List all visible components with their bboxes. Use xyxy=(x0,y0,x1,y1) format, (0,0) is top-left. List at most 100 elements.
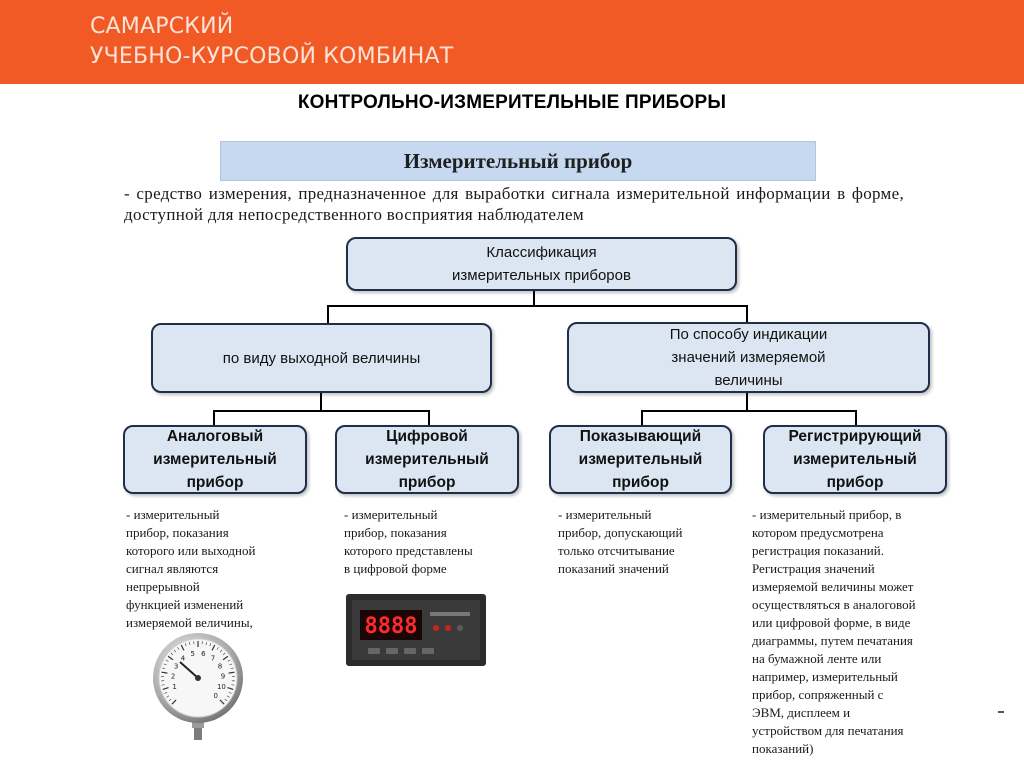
connector-to-group-right xyxy=(746,305,748,323)
gauge-tick xyxy=(228,691,232,694)
gauge-tick xyxy=(162,667,166,670)
connector-right-bar xyxy=(641,410,857,412)
classification-root-node: Классификация измерительных приборов xyxy=(346,237,737,291)
desc-line: показаний значений xyxy=(558,561,669,576)
desc-line: измеряемой величины, xyxy=(126,615,253,630)
connector-to-indicating xyxy=(641,410,643,426)
digital-line-2: измерительный xyxy=(365,451,489,468)
gauge-tick xyxy=(177,647,180,650)
gauge-tick xyxy=(205,641,207,646)
meter-key xyxy=(386,648,398,654)
group-right-line-1: По способу индикации xyxy=(669,326,828,343)
recording-line-2: измерительный xyxy=(793,451,917,468)
meter-key xyxy=(422,648,434,654)
gauge-tick xyxy=(227,659,231,662)
gauge-tick xyxy=(230,667,234,670)
gauge-tick xyxy=(209,643,212,647)
gauge-scale-label: 1 xyxy=(172,683,176,691)
group-output-quantity-node: по виду выходной величины xyxy=(151,323,492,393)
gauge-tick xyxy=(184,643,187,647)
meter-indicator-strip xyxy=(430,612,470,616)
desc-line: измеряемой величины может xyxy=(752,579,914,594)
gauge-ticks xyxy=(161,641,235,705)
indicating-line-2: измерительный xyxy=(578,451,703,468)
gauge-needle xyxy=(179,661,199,679)
meter-key xyxy=(404,648,416,654)
gauge-scale-label: 4 xyxy=(181,654,186,662)
brand-line-2: УЧЕБНО-КУРСОВОЙ КОМБИНАТ xyxy=(90,44,454,69)
group-indication-node: По способу индикации значений измеряемой… xyxy=(567,322,930,393)
brand-line-1: САМАРСКИЙ xyxy=(90,14,234,39)
desc-line: котором предусмотрена xyxy=(752,525,884,540)
connector-level1-bar xyxy=(327,305,748,307)
root-line-1: Классификация xyxy=(486,244,597,261)
gauge-tick xyxy=(216,647,219,650)
gauge-scale-label: 7 xyxy=(211,654,215,662)
indicating-description: - измерительный прибор, допускающий толь… xyxy=(558,506,682,578)
indicating-line-3: прибор xyxy=(612,474,669,491)
gauge-scale-label: 8 xyxy=(218,663,222,671)
gauge-tick xyxy=(173,649,177,653)
brand-logo-text: САМАРСКИЙ УЧЕБНО-КУРСОВОЙ КОМБИНАТ xyxy=(90,12,453,72)
slide-title: КОНТРОЛЬНО-ИЗМЕРИТЕЛЬНЫЕ ПРИБОРЫ xyxy=(297,92,727,113)
definition-text: - средство измерения, предназначенное дл… xyxy=(124,184,904,224)
connector-group-left-down xyxy=(320,392,322,411)
analog-description: - измерительный прибор, показания которо… xyxy=(126,506,255,632)
connector-to-recording xyxy=(855,410,857,426)
connector-to-group-left xyxy=(327,305,329,324)
analog-line-1: Аналоговый xyxy=(166,428,264,445)
gauge-tick xyxy=(165,659,169,662)
gauge-tick xyxy=(171,699,177,705)
gauge-tick xyxy=(219,649,223,653)
meter-display-window xyxy=(360,610,422,640)
connector-left-bar xyxy=(213,410,430,412)
analog-line-3: прибор xyxy=(186,474,244,491)
gauge-scale-label: 5 xyxy=(190,650,194,658)
gauge-tick xyxy=(224,698,228,702)
digital-line-3: прибор xyxy=(398,474,456,491)
gauge-tick xyxy=(222,655,229,661)
desc-line: устройством для печатания xyxy=(752,723,904,738)
gauge-tick xyxy=(167,655,174,661)
gauge-tick xyxy=(166,695,170,698)
desc-line: только отсчитывание xyxy=(558,543,675,558)
desc-line: показаний) xyxy=(752,741,814,756)
gauge-tick xyxy=(161,671,168,674)
gauge-tick xyxy=(163,663,167,666)
gauge-scale-label: 6 xyxy=(201,650,206,658)
analog-instrument-node: Аналоговый измерительный прибор xyxy=(123,425,307,494)
desc-line: которого представлены xyxy=(344,543,473,558)
desc-line: ЭВМ, дисплеем и xyxy=(752,705,851,720)
desc-line: - измерительный прибор, в xyxy=(752,507,902,522)
gauge-tick xyxy=(164,691,168,694)
recording-line-3: прибор xyxy=(826,474,884,491)
connector-to-analog xyxy=(213,410,215,426)
definition-term-banner: Измерительный прибор xyxy=(220,141,816,181)
meter-led xyxy=(457,625,463,631)
connector-to-digital xyxy=(428,410,430,426)
recording-instrument-node: Регистрирующий измерительный прибор xyxy=(763,425,947,494)
desc-line: прибор, показания xyxy=(344,525,447,540)
digital-instrument-node: Цифровой измерительный прибор xyxy=(335,425,519,494)
gauge-scale-label: 0 xyxy=(213,692,217,700)
analog-line-2: измерительный xyxy=(153,451,277,468)
meter-display-digits: 8888 xyxy=(365,614,418,639)
digital-description: - измерительный прибор, показания которо… xyxy=(344,506,473,578)
desc-line: - измерительный xyxy=(344,507,438,522)
gauge-scale-label: 10 xyxy=(217,683,226,691)
recording-line-1: Регистрирующий xyxy=(788,428,922,445)
gauge-tick xyxy=(161,684,165,686)
gauge-tick xyxy=(180,644,185,651)
digital-panel-meter-icon: 8888 xyxy=(346,594,486,666)
gauge-scale-label: 2 xyxy=(171,673,175,681)
group-right-line-2: значений измеряемой xyxy=(671,349,826,366)
gauge-pivot xyxy=(195,675,201,681)
recording-description: - измерительный прибор, в котором предус… xyxy=(752,506,916,758)
desc-line: например, измерительный xyxy=(752,669,898,684)
gauge-thread xyxy=(194,728,202,740)
connector-group-right-down xyxy=(746,392,748,411)
desc-line: прибор, допускающий xyxy=(558,525,683,540)
desc-line: или цифровой форме, в виде xyxy=(752,615,911,630)
digital-line-1: Цифровой xyxy=(386,428,468,445)
gauge-scale-label: 9 xyxy=(221,673,225,681)
